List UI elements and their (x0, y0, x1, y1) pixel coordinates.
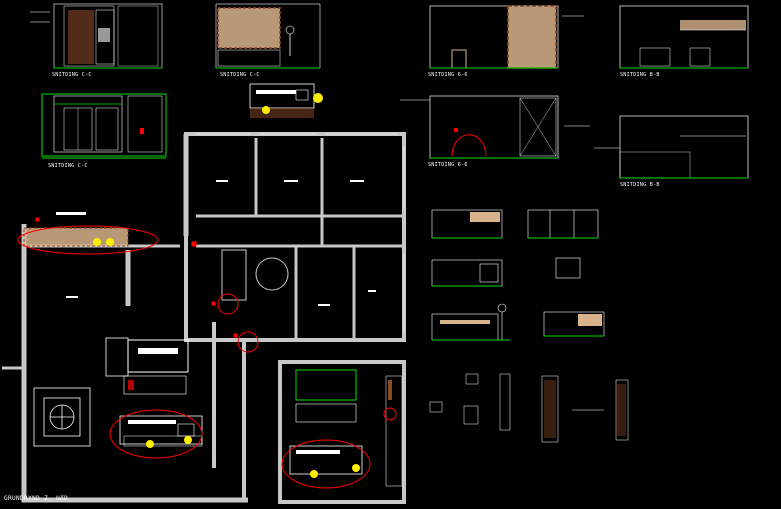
plan-annotations (35, 217, 259, 353)
plan-counter-south (109, 409, 203, 459)
section-label-6-6-2: SNITDING 6-6 (428, 162, 468, 168)
floor-plan (2, 132, 406, 504)
section-label-c-c-3: SNITDING C-C (48, 163, 88, 169)
elevation-c-c-2 (215, 3, 321, 69)
plan-kitchen-southeast (281, 369, 403, 489)
detail-small-parts (429, 373, 629, 443)
section-b-b-top (619, 5, 749, 69)
section-label-c-c-2: SNITDING C-C (220, 72, 260, 78)
section-6-6-mid (400, 95, 590, 159)
section-6-6-top (429, 5, 584, 69)
wall-window-hatch (196, 133, 405, 332)
plan-island (105, 337, 189, 395)
plan-dining-table (33, 387, 91, 447)
plan-title: GRUNDRYND Z. HÆD (4, 495, 69, 502)
elevation-c-c-1 (30, 3, 163, 69)
detail-cabinets (431, 209, 605, 341)
plan-counter-north (17, 225, 159, 255)
plan-kitchen-top (249, 83, 323, 118)
section-label-b-b-2: SNITDING B-B (620, 182, 660, 188)
elevation-c-c-3 (41, 93, 167, 159)
section-label-6-6-1: SNITDING 6-6 (428, 72, 468, 78)
section-label-c-c-1: SNITDING C-C (52, 72, 92, 78)
section-b-b-mid (594, 115, 749, 179)
room-tags (56, 180, 376, 306)
section-label-b-b-1: SNITDING B-B (620, 72, 660, 78)
